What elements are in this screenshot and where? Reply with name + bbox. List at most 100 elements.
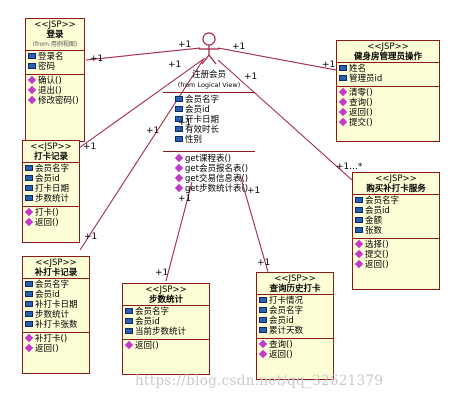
operation-name: 返回() xyxy=(35,218,59,228)
attribute-name: 补打卡张数 xyxy=(35,320,78,330)
class-source: (from 用例视图) xyxy=(32,41,78,48)
operation: 查询() xyxy=(338,97,437,108)
class-header: <<JSP>>步数统计 xyxy=(123,284,209,306)
attribute: 会员名字 xyxy=(175,95,255,105)
attribute: 张数 xyxy=(355,226,437,236)
attribute-name: 补打卡日期 xyxy=(35,300,78,310)
operation-name: get交易信息表() xyxy=(185,174,249,184)
stereotype: <<JSP>> xyxy=(34,20,76,30)
operation-name: 退出() xyxy=(38,86,62,96)
attribute-icon xyxy=(28,53,36,59)
divider xyxy=(163,92,255,93)
attribute-name: 会员id xyxy=(185,105,210,115)
attribute-name: 会员名字 xyxy=(185,95,220,105)
attribute-icon xyxy=(25,185,33,191)
operation-name: 打卡() xyxy=(35,208,59,218)
class-name: 打卡记录 xyxy=(33,152,68,162)
attribute: 会员id xyxy=(25,290,87,300)
operation-name: 查询() xyxy=(349,98,373,108)
class-name: 健身房管理员操作 xyxy=(353,52,422,62)
operation: 返回() xyxy=(24,217,77,228)
operation-name: 补打卡() xyxy=(35,334,68,344)
class-name: 补打卡记录 xyxy=(34,268,78,278)
operation-icon xyxy=(258,349,268,359)
assoc-login xyxy=(85,47,201,61)
stereotype: <<JSP>> xyxy=(375,174,417,184)
attribute-name: 登录名 xyxy=(38,52,64,62)
multiplicity: +1 xyxy=(178,194,192,204)
attribute: 会员名字 xyxy=(25,164,77,174)
class-name: 查询历史打卡 xyxy=(269,284,321,294)
attribute: 打卡日期 xyxy=(25,184,77,194)
attribute: 会员名字 xyxy=(25,280,87,290)
operation-icon xyxy=(354,249,364,259)
class-source: (from Logical View) xyxy=(177,81,241,89)
attribute-name: 张数 xyxy=(365,226,383,236)
operation-name: get步数统计表() xyxy=(185,184,249,194)
attribute-name: 会员id xyxy=(135,317,160,327)
attribute: 有效时长 xyxy=(175,125,255,135)
operation-icon xyxy=(174,163,184,173)
operation-section: 选择()提交()返回() xyxy=(353,239,439,272)
operation: 返回() xyxy=(124,340,207,351)
multiplicity: +1 xyxy=(90,54,104,64)
attribute: 步数统计 xyxy=(25,310,87,320)
attribute: 打卡情况 xyxy=(259,296,331,306)
operation-section: 确认()退出()修改密码() xyxy=(26,75,84,108)
operation: 查询() xyxy=(258,339,331,350)
attribute-icon xyxy=(28,63,36,69)
attribute-name: 性别 xyxy=(185,135,203,145)
attribute: 金额 xyxy=(355,216,437,226)
attribute-section: 登录名密码 xyxy=(26,51,84,75)
attribute-name: 姓名 xyxy=(349,64,367,74)
operation-name: 返回() xyxy=(135,341,159,351)
attribute: 步数统计 xyxy=(25,194,77,204)
class-name: 购买补打卡服务 xyxy=(366,184,426,194)
class-header: <<JSP>>健身房管理员操作 xyxy=(337,41,439,63)
attribute-name: 金额 xyxy=(365,216,383,226)
operation-list: get课程表()get会员报名表()get交易信息表()get步数统计表() xyxy=(163,153,255,194)
class-header: <<JSP>>补打卡记录 xyxy=(23,257,89,279)
attribute-icon xyxy=(355,217,363,223)
attribute-icon xyxy=(259,297,267,303)
attribute-name: 会员id xyxy=(365,206,390,216)
class-name: 步数统计 xyxy=(148,295,183,305)
assoc-steps xyxy=(165,181,193,282)
attribute-icon xyxy=(25,165,33,171)
operation-name: 选择() xyxy=(365,240,389,250)
operation-name: 返回() xyxy=(35,344,59,354)
attribute-name: 步数统计 xyxy=(35,310,70,320)
attribute-icon xyxy=(339,75,347,81)
attribute-name: 累计天数 xyxy=(269,326,304,336)
multiplicity: +1 xyxy=(83,142,97,152)
attribute: 姓名 xyxy=(339,64,437,74)
attribute: 当前步数统计 xyxy=(125,327,207,337)
operation-icon xyxy=(354,239,364,249)
operation: 修改密码() xyxy=(27,95,82,106)
operation: get步数统计表() xyxy=(174,183,255,194)
operation-name: 确认() xyxy=(38,76,62,86)
operation-name: 返回() xyxy=(269,350,293,360)
attribute: 密码 xyxy=(28,62,82,72)
attribute-icon xyxy=(25,291,33,297)
attribute: 登录名 xyxy=(28,52,82,62)
class-header: <<JSP>>购买补打卡服务 xyxy=(353,173,439,195)
operation-name: get会员报名表() xyxy=(185,164,249,174)
operation-icon xyxy=(24,217,34,227)
operation-icon xyxy=(258,339,268,349)
operation-icon xyxy=(354,259,364,269)
multiplicity: +1 xyxy=(178,40,192,50)
attribute: 会员名字 xyxy=(259,306,331,316)
assoc-card-record xyxy=(78,57,206,149)
operation-icon xyxy=(24,207,34,217)
class-header: <<JSP>>登录(from 用例视图) xyxy=(26,19,84,51)
operation-icon xyxy=(338,107,348,117)
